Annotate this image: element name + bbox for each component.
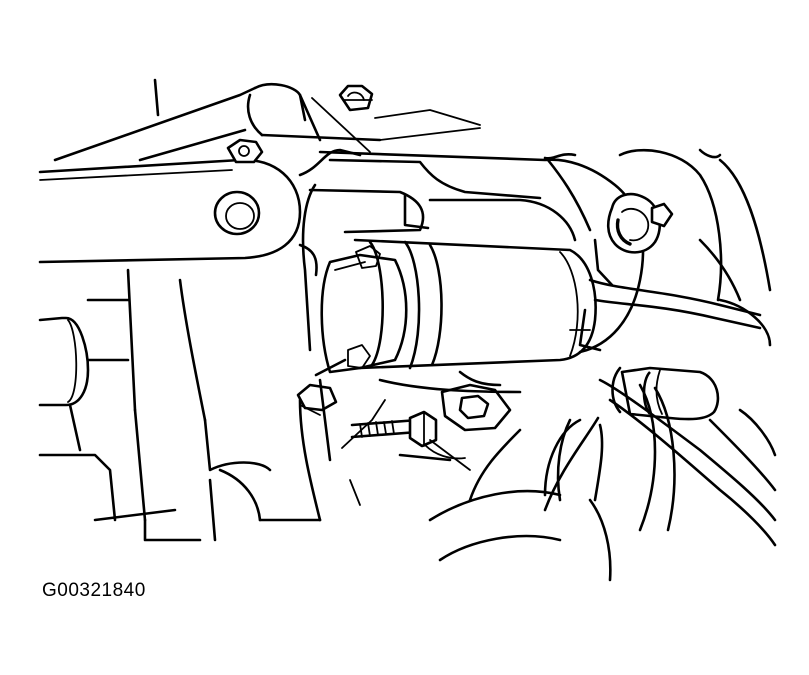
lower-right-housing (428, 418, 612, 582)
left-engine-block (38, 268, 202, 542)
right-engine-outline (618, 148, 772, 347)
bolt-leader (341, 399, 471, 471)
solenoid-end-cap (320, 245, 408, 374)
hose-fitting (543, 366, 720, 512)
flange-nut (440, 383, 512, 432)
cable-tube (569, 238, 762, 352)
lower-left-structure (178, 278, 361, 542)
bar-hole (213, 190, 261, 236)
upper-mount-bolt (226, 138, 264, 164)
mounting-bolt (350, 410, 438, 448)
lower-center-lines (378, 370, 522, 462)
upper-bracket-lines (53, 78, 382, 162)
starter-housing (301, 150, 645, 354)
solenoid-body (353, 238, 597, 370)
top-nut (338, 84, 374, 112)
starter-nose (296, 358, 347, 416)
crossmember-bar (38, 148, 362, 277)
top-nut-leader (311, 97, 481, 153)
figure-id-code: G00321840 (42, 580, 146, 601)
hose-lines (556, 378, 777, 547)
terminal-connector (606, 192, 674, 254)
